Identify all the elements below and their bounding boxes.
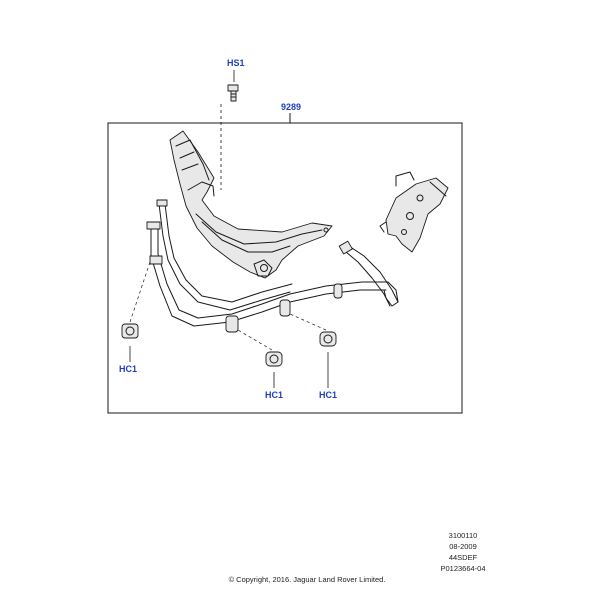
callout-hc1-left[interactable]: HC1	[119, 364, 137, 374]
hose-clamp-middle	[265, 351, 283, 367]
callout-hs1[interactable]: HS1	[227, 58, 245, 68]
info-line-2: 08-2009	[449, 542, 477, 551]
info-line-3: 44SDEF	[448, 553, 478, 562]
assembly-frame	[107, 122, 463, 414]
callout-hc1-middle[interactable]: HC1	[265, 390, 283, 400]
callout-hc1-right[interactable]: HC1	[319, 390, 337, 400]
hc1-left-dash	[129, 261, 151, 323]
drawing-info-block: 3100110 08-2009 44SDEF P0123664-04	[426, 530, 500, 574]
hc1-middle-dash	[237, 329, 273, 351]
copyright-notice: © Copyright, 2016. Jaguar Land Rover Lim…	[228, 575, 386, 584]
hose-assembly	[146, 199, 399, 333]
hc1-right-dash	[289, 313, 327, 331]
right-bracket	[379, 171, 449, 253]
callout-9289[interactable]: 9289	[281, 102, 301, 112]
hose-clamp-right	[319, 331, 337, 347]
info-line-1: 3100110	[448, 531, 478, 540]
bolt-part	[227, 84, 239, 102]
hose-clamp-left	[121, 323, 139, 339]
info-line-4: P0123664-04	[440, 564, 486, 573]
heat-shield-bracket	[169, 130, 333, 279]
